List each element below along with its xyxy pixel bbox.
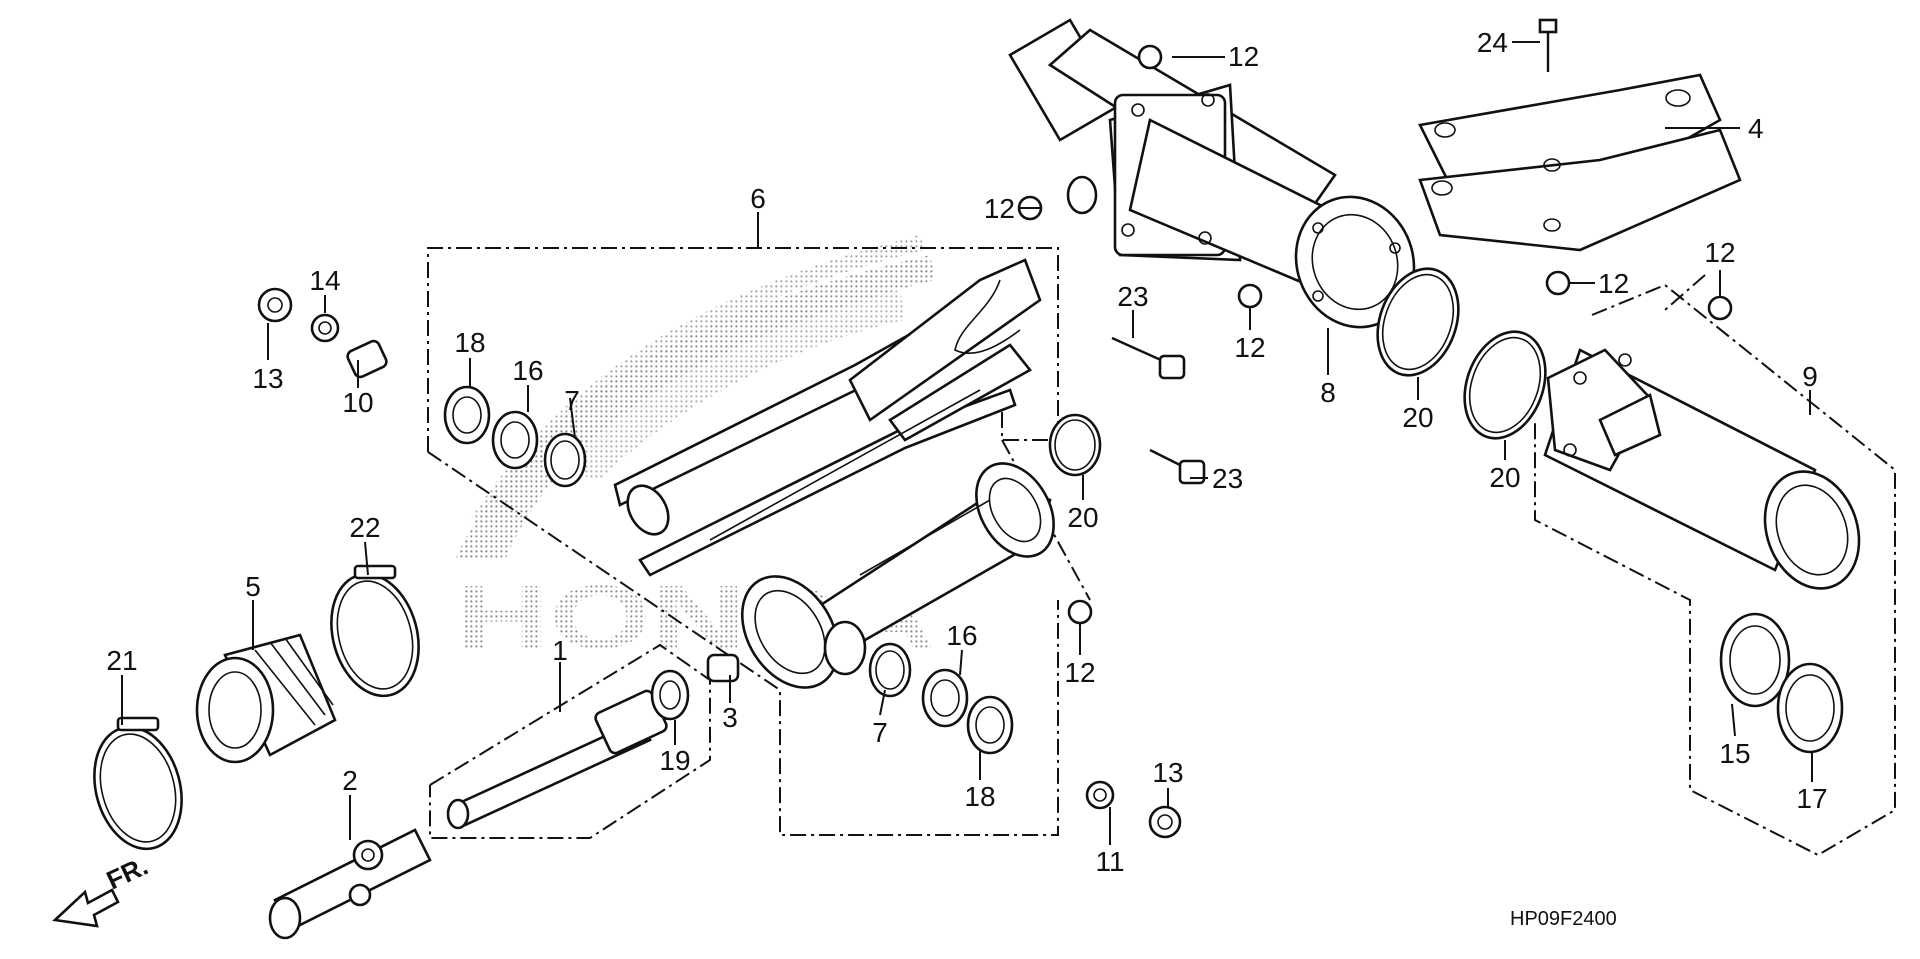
callout-20-b: 20 <box>1402 402 1433 433</box>
callout-22: 22 <box>349 512 380 543</box>
drive-shaft-part <box>446 689 668 830</box>
callout-18-b: 18 <box>964 781 995 812</box>
callout-3: 3 <box>722 702 738 733</box>
boot-part <box>195 633 337 764</box>
callout-1: 1 <box>552 635 568 666</box>
leader-lines <box>121 41 1813 845</box>
callout-15: 15 <box>1719 738 1750 769</box>
front-arrow-icon <box>52 888 120 928</box>
callout-20-c: 20 <box>1489 462 1520 493</box>
callout-14: 14 <box>309 265 340 296</box>
callout-11: 11 <box>1095 846 1124 877</box>
band-clamp-22 <box>330 564 420 698</box>
callout-23-b: 23 <box>1212 463 1243 494</box>
callout-21: 21 <box>106 645 137 676</box>
diagram-code: HP09F2400 <box>1510 908 1617 930</box>
callout-16-a: 16 <box>512 355 543 386</box>
callout-5: 6 <box>750 183 766 214</box>
callout-19: 19 <box>659 745 690 776</box>
callout-7-upper: 7 <box>564 385 580 416</box>
callout-13-a: 13 <box>252 363 283 394</box>
callout-12-a: 12 <box>1228 41 1259 72</box>
shaft-group-outline <box>429 643 711 839</box>
seals-and-bearings <box>443 385 1844 755</box>
axle-tube-part <box>1543 348 1861 590</box>
callout-12-e: 12 <box>1704 237 1735 268</box>
callout-12-f: 12 <box>1064 657 1095 688</box>
axle-housing-group-outline <box>1534 274 1896 857</box>
callout-20-a: 20 <box>1067 502 1098 533</box>
callout-6: 5 <box>245 571 261 602</box>
front-direction-indicator: FR. <box>52 851 153 928</box>
o-ring-parts <box>1048 267 1547 477</box>
front-label: FR. <box>102 851 153 896</box>
callout-labels: 6 1 2 3 4 5 7 7 8 9 10 11 12 12 12 12 12… <box>106 27 1827 877</box>
swingarm-part <box>613 258 1055 689</box>
bracket-plate-part <box>1418 73 1742 252</box>
callout-7-lower: 7 <box>872 717 888 748</box>
callout-4: 4 <box>1748 113 1764 144</box>
callout-17: 17 <box>1796 783 1827 814</box>
callout-12-d: 12 <box>1598 268 1629 299</box>
band-clamp-21 <box>93 716 183 851</box>
callout-12-c: 12 <box>1234 332 1265 363</box>
callout-8: 8 <box>1320 377 1336 408</box>
callout-9: 9 <box>1802 361 1818 392</box>
callout-2: 2 <box>342 765 358 796</box>
callout-13-b: 13 <box>1152 757 1183 788</box>
callout-18-a: 18 <box>454 327 485 358</box>
callout-24: 24 <box>1477 27 1508 58</box>
universal-joint-part <box>268 828 432 940</box>
callout-23-a: 23 <box>1117 281 1148 312</box>
callout-12-b: 12 <box>984 193 1015 224</box>
callout-10: 10 <box>342 387 373 418</box>
axle-housing-part <box>1008 18 1416 329</box>
callout-16-b: 16 <box>946 620 977 651</box>
